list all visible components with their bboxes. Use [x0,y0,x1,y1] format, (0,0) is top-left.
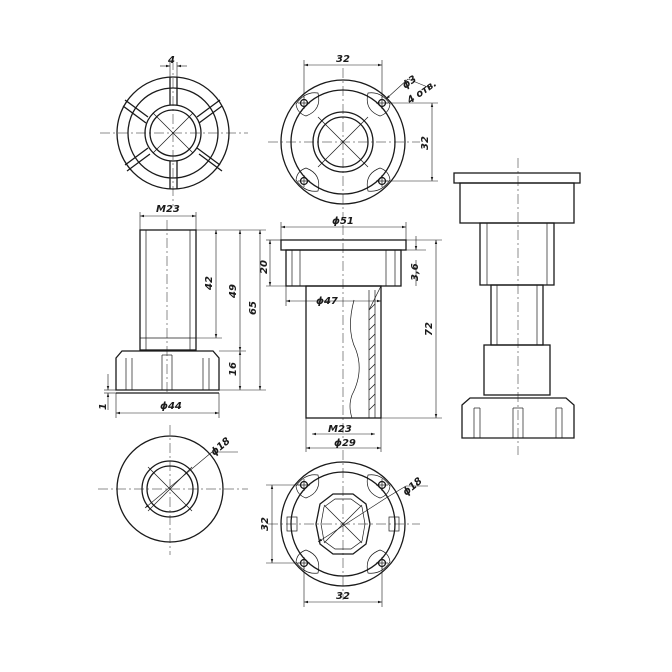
dim-bore-diameter: ϕ29 [334,438,356,449]
dim-hole-spacing-y-bottom: 32 [260,517,271,531]
dim-rib-width: 4 [167,55,175,66]
dim-base-diameter: ϕ44 [160,401,182,412]
dim-1: 1 [98,403,109,410]
view-right-assembly [453,158,581,455]
dim-body-diameter: ϕ47 [316,296,338,307]
view-top-left-ribbed-end: 4 [100,55,248,206]
dim-thread-top: M23 [156,204,180,215]
dim-16: 16 [228,362,239,376]
view-bottom-middle-flange: ϕ18 32 32 [260,450,428,607]
dim-65: 65 [248,301,259,315]
dim-hole-spacing-x-bottom: 32 [336,591,350,602]
view-middle-left-elevation: M23 42 49 65 16 1 ϕ44 [98,204,266,418]
view-bottom-left-ring: ϕ18 [98,425,248,555]
dim-3-6: 3,6 [410,263,421,281]
dim-49: 49 [228,284,239,299]
dim-ring-diameter: ϕ18 [209,436,233,459]
dim-42: 42 [204,276,215,291]
dim-inner-diameter: ϕ18 [401,476,425,499]
view-middle-section: ϕ51 20 3,6 ϕ47 72 M23 ϕ29 [259,216,442,452]
dim-72: 72 [424,322,435,336]
dim-hole-spacing-y: 32 [420,136,431,150]
dim-20: 20 [259,260,270,274]
dim-hole-spacing-x: 32 [336,54,350,65]
view-top-middle-flange: 32 ϕ3 4 отв. 32 [268,54,439,218]
dim-flange-diameter: ϕ51 [332,216,354,227]
dim-thread-bottom: M23 [328,424,352,435]
